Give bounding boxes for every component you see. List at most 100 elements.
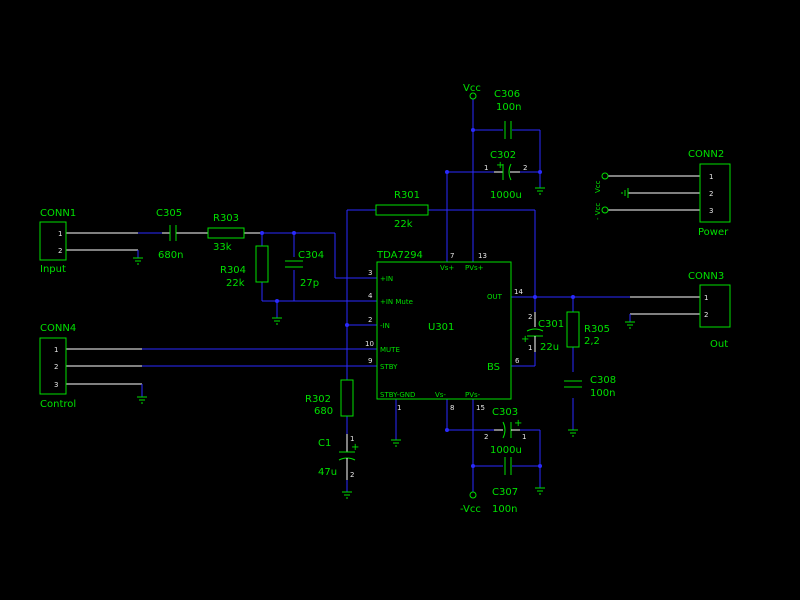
svg-text:22k: 22k	[226, 278, 245, 289]
svg-text:1000u: 1000u	[490, 445, 522, 456]
wires	[66, 99, 700, 492]
ground-icon	[272, 317, 282, 325]
svg-text:STBY: STBY	[380, 363, 398, 371]
svg-text:R301: R301	[394, 190, 420, 201]
svg-text:1000u: 1000u	[490, 190, 522, 201]
u301-ic[interactable]: TDA7294 U301 3 +IN 4 +IN Mute 2 -IN 10 M…	[365, 250, 523, 412]
svg-text:R302: R302	[305, 394, 331, 405]
ground-icon	[535, 187, 545, 195]
svg-text:3: 3	[709, 207, 713, 215]
r302-resistor[interactable]: R302 680	[305, 379, 354, 417]
svg-text:C307: C307	[492, 487, 518, 498]
svg-text:U301: U301	[428, 322, 454, 333]
c301-capacitor[interactable]: C301 2 1 + 22u	[521, 312, 564, 353]
svg-text:OUT: OUT	[487, 293, 503, 301]
svg-text:680: 680	[314, 406, 333, 417]
r304-resistor[interactable]: R304 22k	[220, 245, 269, 289]
svg-text:14: 14	[514, 288, 523, 296]
svg-text:C305: C305	[156, 208, 182, 219]
c305-capacitor[interactable]: C305 680n	[156, 208, 183, 261]
svg-text:22u: 22u	[540, 342, 559, 353]
svg-text:CONN4: CONN4	[40, 323, 76, 334]
svg-text:22k: 22k	[394, 219, 413, 230]
r303-resistor[interactable]: R303 33k	[207, 213, 245, 253]
svg-text:8: 8	[450, 404, 454, 412]
svg-text:Power: Power	[698, 227, 729, 238]
svg-text:-IN: -IN	[380, 322, 390, 330]
svg-text:Vcc: Vcc	[594, 180, 602, 193]
c307-capacitor[interactable]: C307 100n	[492, 457, 518, 515]
svg-text:Control: Control	[40, 399, 76, 410]
svg-text:2: 2	[368, 316, 372, 324]
svg-text:PVs+: PVs+	[465, 264, 484, 272]
svg-text:C306: C306	[494, 89, 520, 100]
svg-text:2: 2	[54, 363, 58, 371]
c306-capacitor[interactable]: C306 100n	[494, 89, 521, 139]
svg-text:1: 1	[528, 344, 532, 352]
ground-icon	[625, 321, 635, 329]
svg-text:3: 3	[54, 381, 58, 389]
c303-capacitor[interactable]: C303 2 1 + 1000u	[484, 407, 526, 456]
svg-text:15: 15	[476, 404, 485, 412]
svg-text:TDA7294: TDA7294	[376, 250, 423, 261]
ground-icon	[342, 491, 352, 499]
conn1[interactable]: CONN1 1 2 Input	[39, 208, 76, 275]
svg-text:1: 1	[709, 173, 713, 181]
svg-text:6: 6	[515, 357, 520, 365]
svg-text:+: +	[351, 442, 359, 453]
svg-text:47u: 47u	[318, 467, 337, 478]
conn2[interactable]: CONN2 1 2 3 Power	[688, 149, 731, 238]
svg-text:+: +	[521, 334, 529, 345]
c302-capacitor[interactable]: C302 1 2 + 1000u	[484, 150, 527, 201]
power-terminals-conn2: Vcc - Vcc	[594, 172, 609, 220]
ground-icon	[568, 429, 578, 437]
svg-text:13: 13	[478, 252, 487, 260]
svg-text:27p: 27p	[300, 278, 319, 289]
svg-text:2: 2	[523, 164, 527, 172]
svg-text:2: 2	[704, 311, 708, 319]
svg-text:3: 3	[368, 269, 372, 277]
svg-text:C304: C304	[298, 250, 324, 261]
svg-text:2,2: 2,2	[584, 336, 600, 347]
svg-text:7: 7	[450, 252, 454, 260]
junction-dots	[260, 128, 575, 468]
svg-text:1: 1	[54, 346, 58, 354]
svg-text:2: 2	[709, 190, 713, 198]
ground-symbols	[133, 187, 635, 499]
c308-capacitor[interactable]: C308 100n	[564, 375, 616, 399]
c304-capacitor[interactable]: C304 27p	[285, 250, 324, 289]
svg-text:2: 2	[58, 247, 62, 255]
svg-text:Vs+: Vs+	[440, 264, 454, 272]
svg-text:STBY-GND: STBY-GND	[380, 391, 415, 399]
svg-text:C301: C301	[538, 319, 564, 330]
svg-text:R304: R304	[220, 265, 246, 276]
svg-text:CONN3: CONN3	[688, 271, 724, 282]
ground-icon	[621, 188, 629, 198]
ground-icon	[391, 439, 401, 447]
svg-text:C1: C1	[318, 438, 331, 449]
svg-text:1: 1	[58, 230, 62, 238]
conn4[interactable]: CONN4 1 2 3 Control	[39, 323, 76, 410]
svg-text:C303: C303	[492, 407, 518, 418]
svg-text:R305: R305	[584, 324, 610, 335]
svg-text:1: 1	[704, 294, 708, 302]
svg-text:100n: 100n	[492, 504, 517, 515]
conn3[interactable]: CONN3 1 2 Out	[688, 271, 731, 350]
r305-resistor[interactable]: R305 2,2	[566, 311, 610, 348]
svg-text:100n: 100n	[496, 102, 521, 113]
svg-text:1: 1	[522, 433, 526, 441]
svg-text:1: 1	[350, 435, 354, 443]
svg-text:100n: 100n	[590, 388, 615, 399]
svg-text:10: 10	[365, 340, 374, 348]
vcc-terminal: Vcc	[463, 83, 481, 100]
svg-text:MUTE: MUTE	[380, 346, 400, 354]
svg-text:4: 4	[368, 292, 373, 300]
c1-capacitor[interactable]: C1 1 2 + 47u	[318, 434, 359, 480]
svg-text:Out: Out	[710, 339, 728, 350]
svg-text:2: 2	[484, 433, 488, 441]
svg-text:- Vcc: - Vcc	[594, 203, 602, 220]
svg-text:Input: Input	[40, 264, 66, 275]
r301-resistor[interactable]: R301 22k	[375, 190, 429, 230]
svg-text:9: 9	[368, 357, 372, 365]
